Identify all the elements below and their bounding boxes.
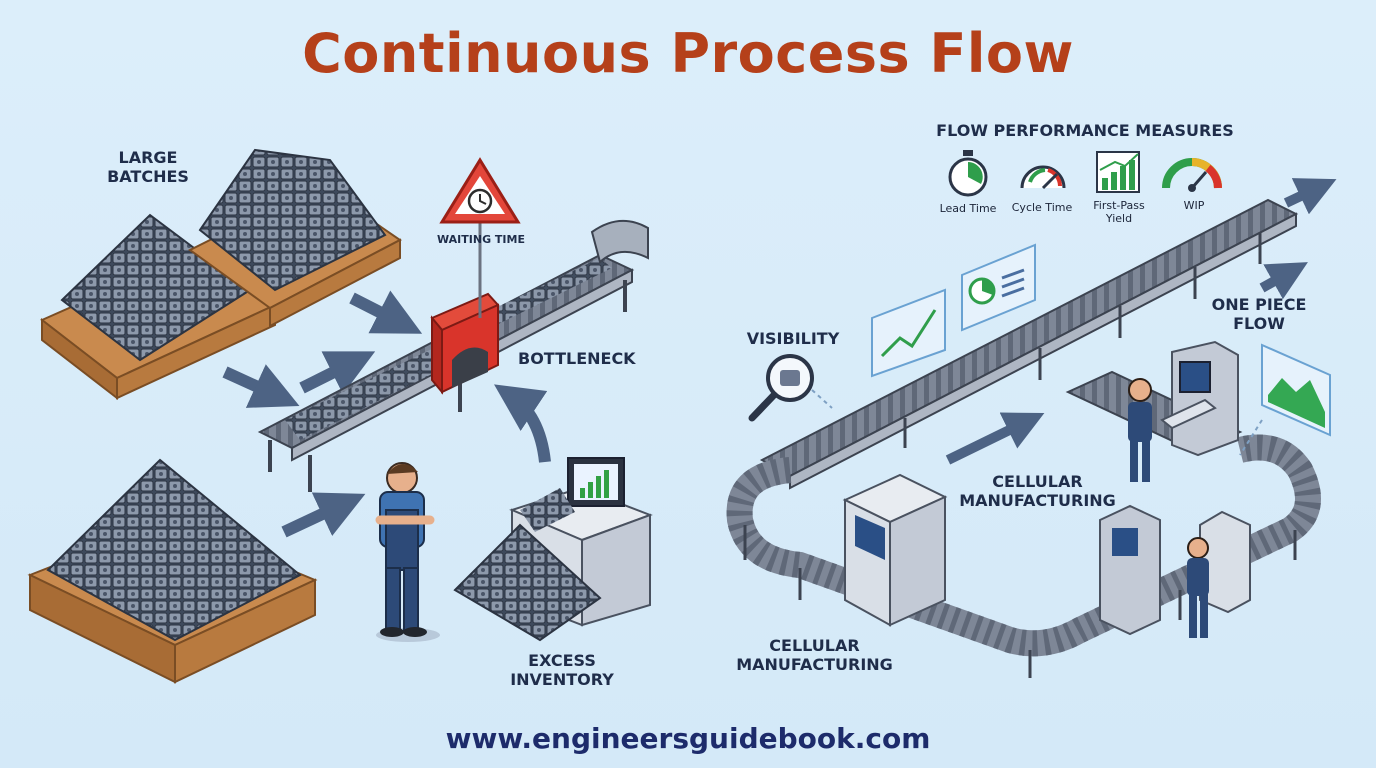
- large-batches-line2: BATCHES: [107, 166, 189, 186]
- dashboard-pie-panel: [961, 243, 1036, 332]
- measures-heading: FLOW PERFORMANCE MEASURES: [936, 121, 1234, 140]
- measure-cycle-time-label: Cycle Time: [1011, 201, 1073, 214]
- stopwatch-icon: [948, 150, 988, 197]
- conveyor-one-piece-flow: [759, 198, 1299, 490]
- magnifier-icon: [748, 354, 833, 422]
- excess-inventory-line1: EXCESS: [528, 651, 596, 670]
- large-batch-pallet-back: [188, 148, 402, 328]
- flow-arrows-right: [945, 178, 1337, 465]
- cellular-manufacturing-bottom-label: CELLULAR MANUFACTURING: [722, 636, 907, 675]
- idle-worker-figure: [375, 462, 440, 642]
- waiting-time-warning-icon: [439, 157, 521, 318]
- one-piece-flow-label: ONE PIECE FLOW: [1196, 295, 1322, 334]
- dashboard-line-chart-panel: [871, 288, 946, 378]
- flow-arrows-left: [222, 290, 551, 538]
- excess-inventory-label: EXCESS INVENTORY: [497, 651, 627, 690]
- cellular-bottom-line2: MANUFACTURING: [736, 654, 893, 674]
- machine-cell-lower-right: [1099, 504, 1251, 638]
- excess-inventory-desk: [453, 457, 653, 642]
- bottleneck-label: BOTTLENECK: [518, 349, 636, 368]
- cellular-bottom-line1: CELLULAR: [769, 636, 860, 655]
- bottleneck-machine: [430, 292, 500, 395]
- footer-url[interactable]: www.engineersguidebook.com: [445, 722, 931, 755]
- speedometer-icon: [1162, 158, 1222, 192]
- dashboard-area-chart-panel: [1239, 343, 1331, 456]
- page-title: Continuous Process Flow: [302, 22, 1074, 85]
- measure-wip-label: WIP: [1183, 199, 1205, 212]
- cellular-manufacturing-top-label: CELLULAR MANUFACTURING: [950, 472, 1125, 511]
- large-batches-label: LARGE BATCHES: [98, 148, 198, 187]
- machine-cell-lower-left: [842, 473, 948, 627]
- one-piece-flow-line1: ONE PIECE: [1211, 295, 1307, 314]
- excess-inventory-line2: INVENTORY: [510, 669, 614, 689]
- cellular-top-line2: MANUFACTURING: [959, 490, 1116, 510]
- cellular-top-line1: CELLULAR: [992, 472, 1083, 491]
- bar-chart-icon: [1096, 151, 1140, 193]
- conveyor-loop: [726, 434, 1321, 678]
- large-batches-line1: LARGE: [118, 148, 178, 167]
- machine-cell-upper: [1065, 340, 1243, 482]
- measure-lead-time-label: Lead Time: [939, 202, 997, 215]
- one-piece-flow-line2: FLOW: [1233, 313, 1285, 333]
- gauge-icon: [1020, 165, 1066, 190]
- waiting-time-label: WAITING TIME: [437, 233, 525, 246]
- large-batch-pallet-bottom: [27, 458, 318, 684]
- measure-first-pass-yield-label: First-Pass Yield: [1093, 199, 1145, 225]
- visibility-label: VISIBILITY: [746, 329, 840, 348]
